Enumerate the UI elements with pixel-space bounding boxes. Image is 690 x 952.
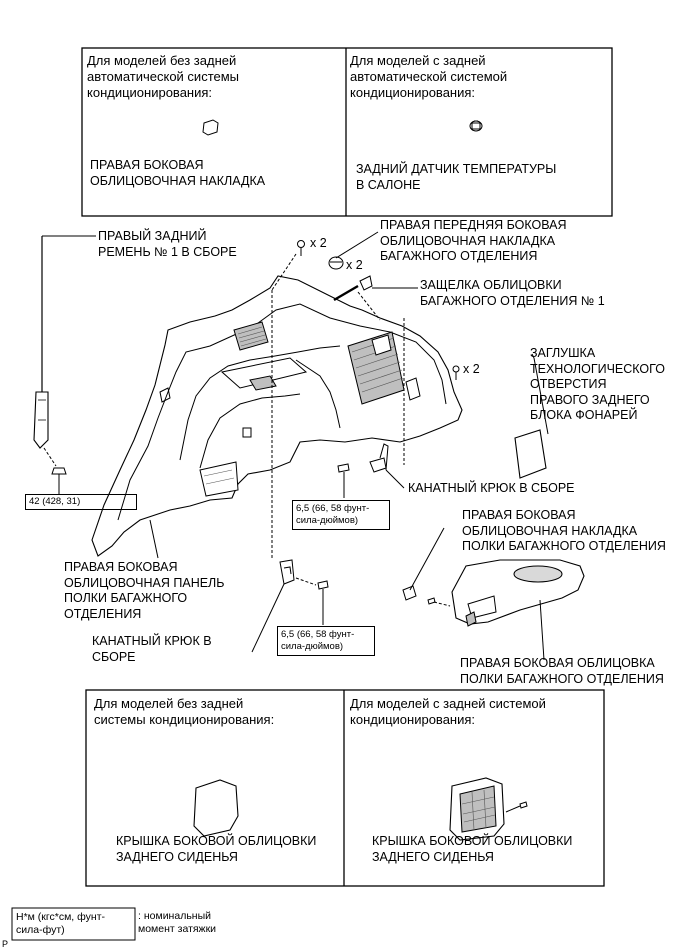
bottom-left-heading: Для моделей без задней системы кондицион… — [94, 696, 275, 727]
lower-hook-bolt — [317, 580, 329, 625]
top-right-heading: Для моделей с задней автоматической сист… — [350, 53, 508, 100]
bottom-variant-box — [85, 689, 605, 887]
lower-hook-label: КАНАТНЫЙ КРЮК В СБОРЕ — [92, 634, 212, 664]
top-left-caption: ПРАВАЯ БОКОВАЯ ОБЛИЦОВОЧНАЯ НАКЛАДКА — [90, 158, 266, 188]
legend-box — [11, 907, 136, 941]
top-left-heading: Для моделей без задней автоматической си… — [87, 53, 240, 100]
lower-hook-torque-value: 6,5 (66, 58 фунт- сила-дюймов) — [277, 626, 375, 656]
plug-label: ЗАГЛУШКА ТЕХНОЛОГИЧЕСКОГО ОТВЕРСТИЯ ПРАВ… — [530, 346, 665, 422]
clip-label: ЗАЩЕЛКА ОБЛИЦОВКИ БАГАЖНОГО ОТДЕЛЕНИЯ № … — [420, 278, 605, 308]
vented-cover-screw — [505, 801, 528, 813]
panel-label: ПРАВАЯ БОКОВАЯ ОБЛИЦОВОЧНАЯ ПАНЕЛЬ ПОЛКИ… — [64, 560, 225, 621]
side-cover-part — [202, 119, 219, 136]
shelf-trim-label: ПРАВАЯ БОКОВАЯ ОБЛИЦОВКА ПОЛКИ БАГАЖНОГО… — [460, 656, 664, 686]
shelf-trim-part — [451, 559, 585, 627]
shelf-trim-cover-label: ПРАВАЯ БОКОВАЯ ОБЛИЦОВОЧНАЯ НАКЛАДКА ПОЛ… — [462, 508, 666, 553]
belt-torque-value: 42 (428, 31) — [25, 494, 137, 510]
lamp-access-plug — [514, 429, 547, 479]
upper-hook-bolt — [337, 463, 350, 498]
top-bolt-qty: x 2 — [310, 236, 327, 250]
upper-hook-torque-value: 6,5 (66, 58 фунт- сила-дюймов) — [292, 500, 390, 530]
legend-unit: Н*м (кгс*см, фунт- сила-фут) — [16, 911, 106, 936]
right-bolt-qty: x 2 — [463, 362, 480, 376]
upper-rope-hook — [369, 443, 389, 473]
corner-letter: P — [2, 939, 9, 949]
seat-trim-cover-plain — [193, 779, 239, 837]
top-bolt — [297, 240, 305, 256]
bottom-right-caption: КРЫШКА БОКОВОЙ ОБЛИЦОВКИ ЗАДНЕГО СИДЕНЬЯ — [372, 834, 573, 864]
legend-meaning: : номинальный момент затяжки — [138, 910, 217, 935]
belt-label: ПРАВЫЙ ЗАДНИЙ РЕМЕНЬ № 1 В СБОРЕ — [98, 229, 237, 259]
front-trim-cap — [328, 256, 344, 270]
top-right-caption: ЗАДНИЙ ДАТЧИК ТЕМПЕРАТУРЫ В САЛОНЕ — [356, 162, 557, 192]
bottom-left-caption: КРЫШКА БОКОВОЙ ОБЛИЦОВКИ ЗАДНЕГО СИДЕНЬЯ — [116, 834, 317, 864]
front-trim-qty: x 2 — [346, 258, 363, 272]
seat-trim-cover-vented — [449, 777, 505, 841]
upper-grille — [233, 321, 269, 351]
front-trim-label: ПРАВАЯ ПЕРЕДНЯЯ БОКОВАЯ ОБЛИЦОВОЧНАЯ НАК… — [380, 218, 567, 263]
lower-rope-hook — [279, 559, 295, 585]
shelf-trim-cover-part — [402, 585, 417, 601]
right-bolt — [452, 365, 460, 380]
upper-hook-label: КАНАТНЫЙ КРЮК В СБОРЕ — [408, 481, 575, 495]
top-variant-box — [81, 47, 613, 217]
bottom-right-heading: Для моделей с задней системой кондициони… — [350, 696, 546, 727]
seat-belt-part — [33, 236, 49, 449]
main-trim-panel — [91, 275, 463, 557]
temperature-sensor-part — [469, 120, 483, 132]
trim-clip — [333, 275, 373, 302]
belt-bolt — [51, 467, 67, 484]
